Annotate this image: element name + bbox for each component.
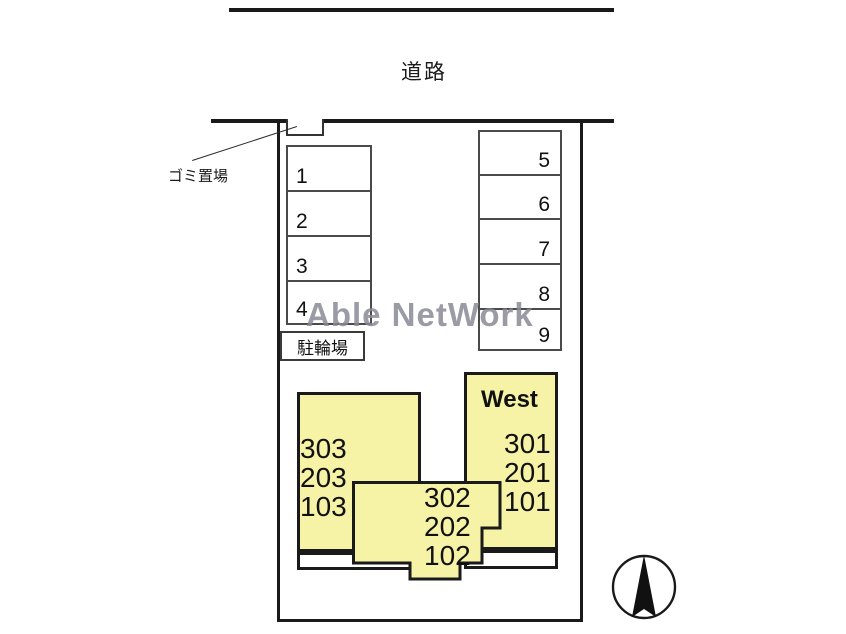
parking-stall[interactable]: 3 xyxy=(288,237,370,282)
unit-number: 301 xyxy=(504,428,551,459)
parking-stall-number: 8 xyxy=(538,283,550,306)
parking-stall-number: 9 xyxy=(538,324,550,347)
parking-stall[interactable]: 9 xyxy=(480,310,560,349)
west-wing-unit-numbers: 301 201 101 xyxy=(504,429,551,516)
building-center-wing-shape[interactable] xyxy=(352,481,512,581)
parking-stall-number: 2 xyxy=(296,210,308,233)
unit-number: 303 xyxy=(300,433,347,464)
parking-stall[interactable]: 6 xyxy=(480,176,560,220)
unit-number: 101 xyxy=(504,486,551,518)
parking-stall-number: 1 xyxy=(296,165,308,188)
parking-stall-number: 4 xyxy=(296,298,308,321)
site-boundary xyxy=(277,119,583,622)
parking-stall[interactable]: 4 xyxy=(288,282,370,323)
unit-number: 103 xyxy=(300,491,347,523)
compass-north-icon xyxy=(611,554,677,620)
trash-enclosure-label: ゴミ置場 xyxy=(168,167,229,185)
center-wing-outline xyxy=(352,481,502,581)
left-wing-unit-numbers: 303 203 103 xyxy=(300,434,347,521)
unit-number: 102 xyxy=(424,540,471,572)
road-near-edge-line xyxy=(211,119,614,123)
parking-block-right: 5 6 7 8 9 xyxy=(478,130,562,351)
parking-stall[interactable]: 1 xyxy=(288,147,370,192)
road-label: 道路 xyxy=(401,60,447,84)
center-wing-unit-numbers: 302 202 102 xyxy=(424,483,471,570)
parking-block-left: 1 2 3 4 xyxy=(286,145,372,325)
unit-number: 202 xyxy=(424,511,471,543)
road-far-edge-line xyxy=(229,8,614,12)
parking-stall[interactable]: 8 xyxy=(480,265,560,310)
trash-enclosure xyxy=(286,119,324,136)
bicycle-parking-label: 駐輪場 xyxy=(297,338,348,359)
parking-stall[interactable]: 7 xyxy=(480,220,560,265)
bicycle-parking-area[interactable]: 駐輪場 xyxy=(280,331,365,361)
unit-number: 201 xyxy=(504,457,551,489)
parking-stall[interactable]: 2 xyxy=(288,192,370,237)
parking-stall-number: 7 xyxy=(538,238,550,261)
parking-stall-number: 6 xyxy=(538,193,550,216)
parking-stall-number: 5 xyxy=(538,149,550,172)
west-wing-label: West xyxy=(481,386,538,413)
compass-needle xyxy=(632,555,656,617)
unit-number: 302 xyxy=(424,482,471,513)
parking-stall[interactable]: 5 xyxy=(480,132,560,176)
parking-stall-number: 3 xyxy=(296,255,308,278)
unit-number: 203 xyxy=(300,462,347,494)
